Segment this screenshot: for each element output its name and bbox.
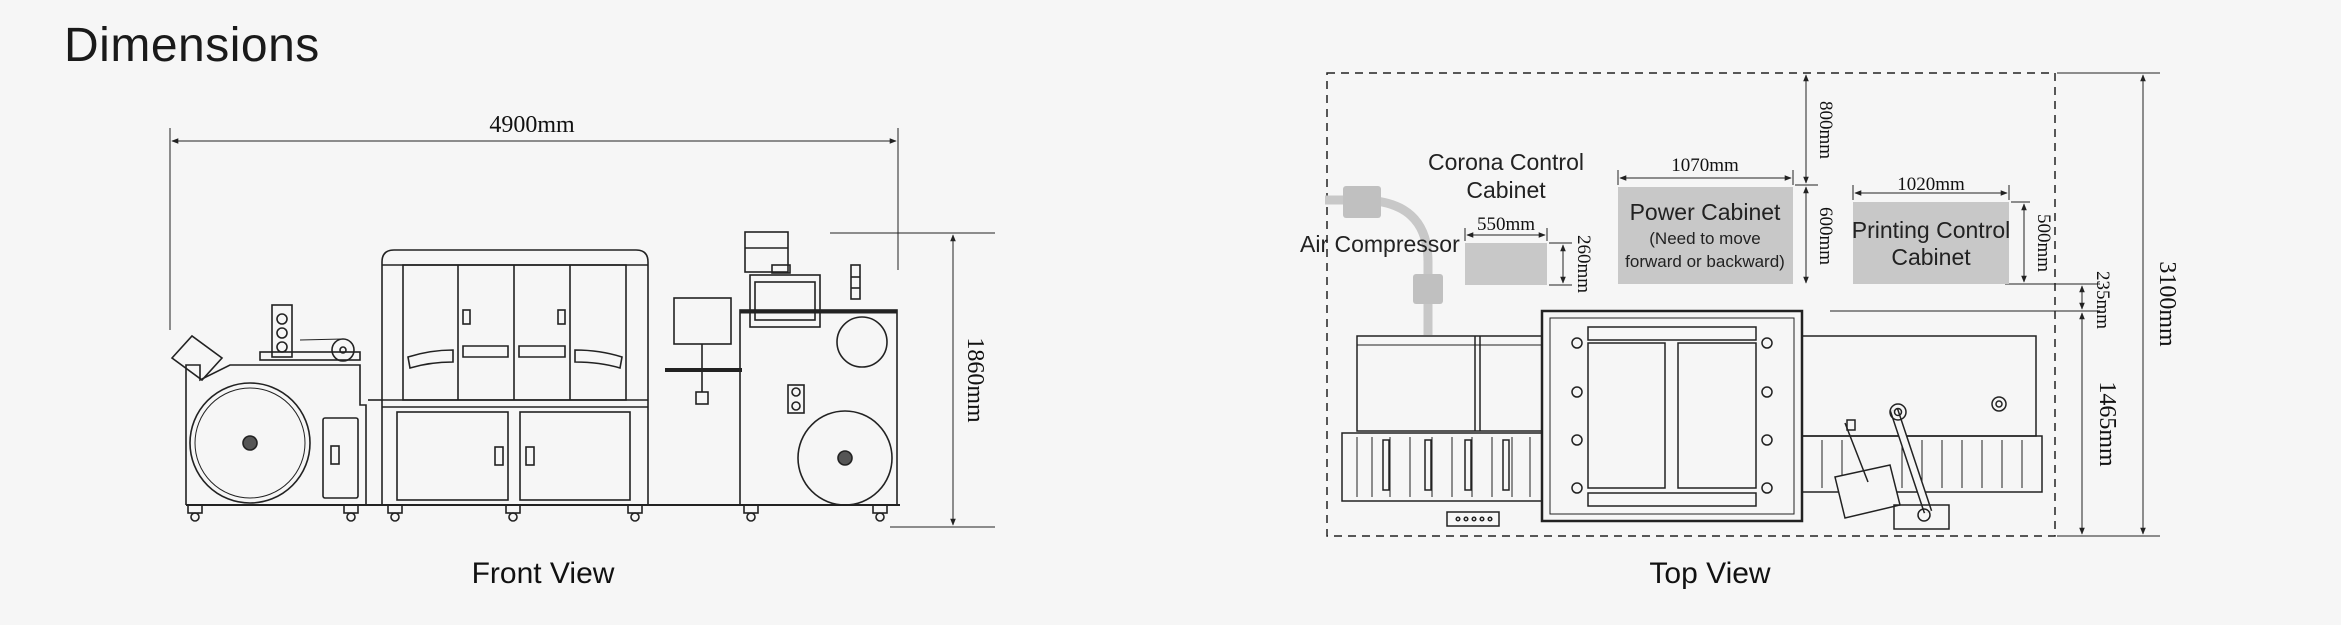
printing-dimensions [1852,185,2030,285]
printing-cabinet-line2: Cabinet [1891,244,1971,270]
corona-label-line1: Corona Control [1428,149,1584,175]
printing-cabinet-line1: Printing Control [1852,217,2011,243]
gap-235-label: 235mm [2092,271,2113,329]
front-view-caption: Front View [472,557,615,590]
depth-1465-label: 1465mm [2094,381,2120,467]
power-cabinet-title: Power Cabinet [1630,199,1781,225]
front-height-label: 1860mm [962,337,988,423]
total-depth-label: 3100mm [2154,261,2180,347]
top-view-caption: Top View [1649,557,1771,590]
corona-label-line2: Cabinet [1466,177,1546,203]
corona-control-cabinet [1465,243,1547,285]
power-gap-label: 800mm [1815,101,1836,159]
unwind-unit [170,304,367,522]
front-height-dimension [830,232,995,528]
power-cabinet [1618,187,1793,284]
power-depth-dimensions [1795,74,1818,284]
top-left-section [1341,335,1543,527]
monitor-stand [665,297,742,405]
printing-control-cabinet [1853,202,2009,284]
front-width-dimension [169,128,899,330]
central-press [368,249,649,522]
top-view-labels: Corona Control Cabinet Air Compressor 55… [1300,101,2180,467]
power-depth-label: 600mm [1815,207,1836,265]
floor-footprint [1326,72,2056,537]
corona-dimensions [1464,228,1572,286]
top-central-enclosure [1540,309,1804,523]
printing-depth-label: 500mm [2033,214,2054,272]
air-compressor-label: Air Compressor [1300,231,1460,257]
front-width-label: 4900mm [489,112,575,138]
printing-width-label: 1020mm [1897,174,1965,195]
power-cabinet-note-line1: (Need to move [1649,229,1761,248]
top-view [1325,72,2160,537]
power-width-dimension [1617,170,1794,185]
corona-depth-label: 260mm [1573,235,1594,293]
corona-width-label: 550mm [1477,214,1535,235]
power-cabinet-note-line2: forward or backward) [1625,252,1785,271]
total-depth-dimension [2057,72,2160,537]
power-width-label: 1070mm [1671,155,1739,176]
front-view: 4900mm 1860mm [169,112,995,528]
page-title: Dimensions [64,19,320,72]
rewind-unit [739,231,898,522]
air-compressor [1325,186,1443,335]
top-right-section [1801,335,2043,530]
